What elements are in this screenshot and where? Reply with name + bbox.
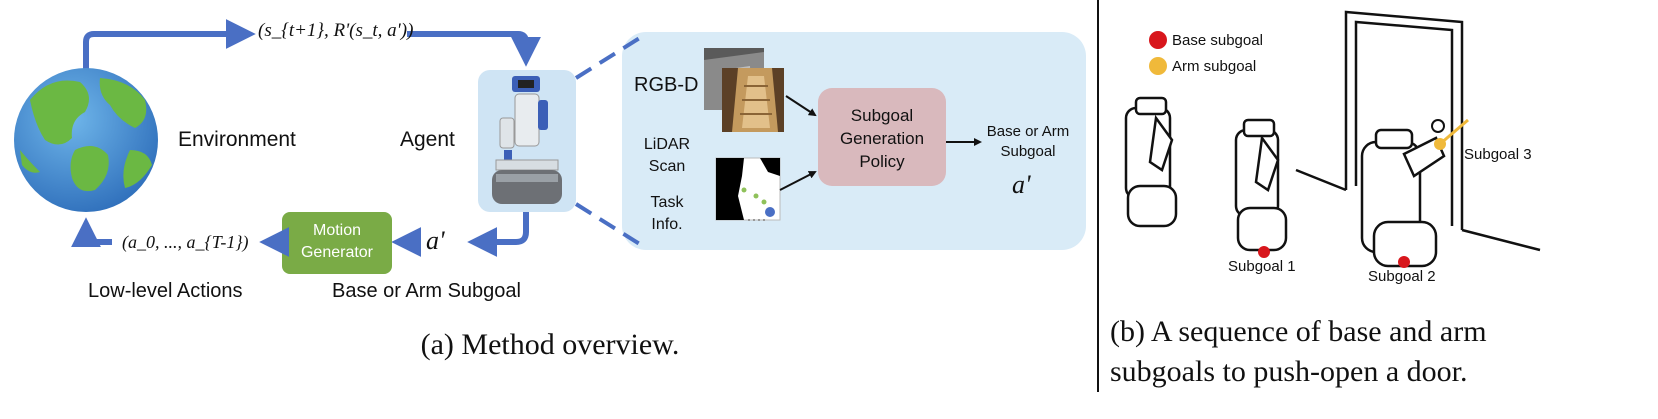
subgoal3-dot: [1434, 138, 1446, 150]
caption-a: (a) Method overview.: [420, 328, 680, 361]
lidar-scan-image: [715, 157, 781, 221]
policy-box: [818, 88, 946, 186]
policy-label-line1: Subgoal: [850, 106, 914, 125]
base-arm-subgoal-label: Base or Arm Subgoal: [332, 280, 521, 302]
low-level-actions-label: Low-level Actions: [88, 280, 243, 302]
subgoal2-dot: [1398, 256, 1410, 268]
feedback-label: (s_{t+1}, R'(s_t, a')): [258, 20, 414, 41]
caption-b-line1: (b) A sequence of base and arm: [1110, 315, 1487, 348]
lidar-label-line2: Scan: [648, 158, 686, 175]
motion-generator-line2: Generator: [300, 244, 374, 261]
motion-generator-line1: Motion: [312, 222, 362, 239]
rgbd-label: RGB-D: [634, 74, 699, 96]
rgb-image: [722, 68, 784, 132]
motion-generator-box: [282, 212, 392, 274]
subgoal1-dot: [1258, 246, 1270, 258]
legend-base-dot: [1149, 31, 1167, 49]
earth-icon: [14, 68, 158, 212]
subgoal3-label: Subgoal 3: [1464, 146, 1532, 163]
door-knob-icon: [1431, 119, 1445, 133]
output-label-line1: Base or Arm: [986, 123, 1070, 140]
agent-output-arrow: [467, 212, 529, 257]
feedback-arrow-right: [407, 31, 541, 67]
caption-b-line2: subgoals to push-open a door.: [1110, 355, 1468, 388]
arm-trajectory-line: [1439, 118, 1469, 146]
feedback-arrow-left: [83, 19, 256, 70]
policy-label: Subgoal Generation Policy: [818, 104, 946, 173]
policy-label-line2: Generation: [839, 129, 925, 148]
legend-arm-label: Arm subgoal: [1172, 58, 1257, 75]
agent-label: Agent: [400, 128, 455, 151]
output-symbol: a': [1012, 170, 1031, 199]
subgoal-symbol: a': [426, 226, 445, 255]
policy-label-line3: Policy: [859, 152, 905, 171]
robot-subgoal1-icon: [1234, 118, 1288, 252]
actions-to-env-arrow: [71, 217, 112, 248]
robot-start-icon: [1124, 96, 1178, 228]
task-info-label: Task Info.: [632, 192, 702, 236]
legend-arm-dot: [1149, 57, 1167, 75]
lidar-to-policy-arrow: [779, 171, 817, 191]
environment-label: Environment: [178, 128, 296, 151]
actions-math: (a_0, ..., a_{T-1}): [122, 232, 249, 252]
robot-subgoal2-icon: [1360, 128, 1446, 268]
output-label-line2: Subgoal: [1000, 143, 1056, 160]
lidar-label: LiDAR Scan: [632, 134, 702, 178]
zoom-line-top: [574, 32, 648, 80]
legend-base-label: Base subgoal: [1172, 32, 1263, 49]
subgoal2-label: Subgoal 2: [1368, 268, 1436, 285]
task-label-line2: Info.: [651, 216, 683, 233]
fetch-robot-icon: [492, 76, 562, 204]
task-label-line1: Task: [650, 194, 684, 211]
subgoal1-label: Subgoal 1: [1228, 258, 1296, 275]
lidar-label-line1: LiDAR: [643, 136, 691, 153]
motion-generator-label: Motion Generator: [282, 220, 392, 264]
caption-b: (b) A sequence of base and arm subgoals …: [1110, 312, 1650, 392]
zoom-line-bottom: [574, 202, 648, 250]
rgbd-to-policy-arrow: [785, 95, 817, 117]
output-label: Base or Arm Subgoal: [978, 122, 1078, 162]
